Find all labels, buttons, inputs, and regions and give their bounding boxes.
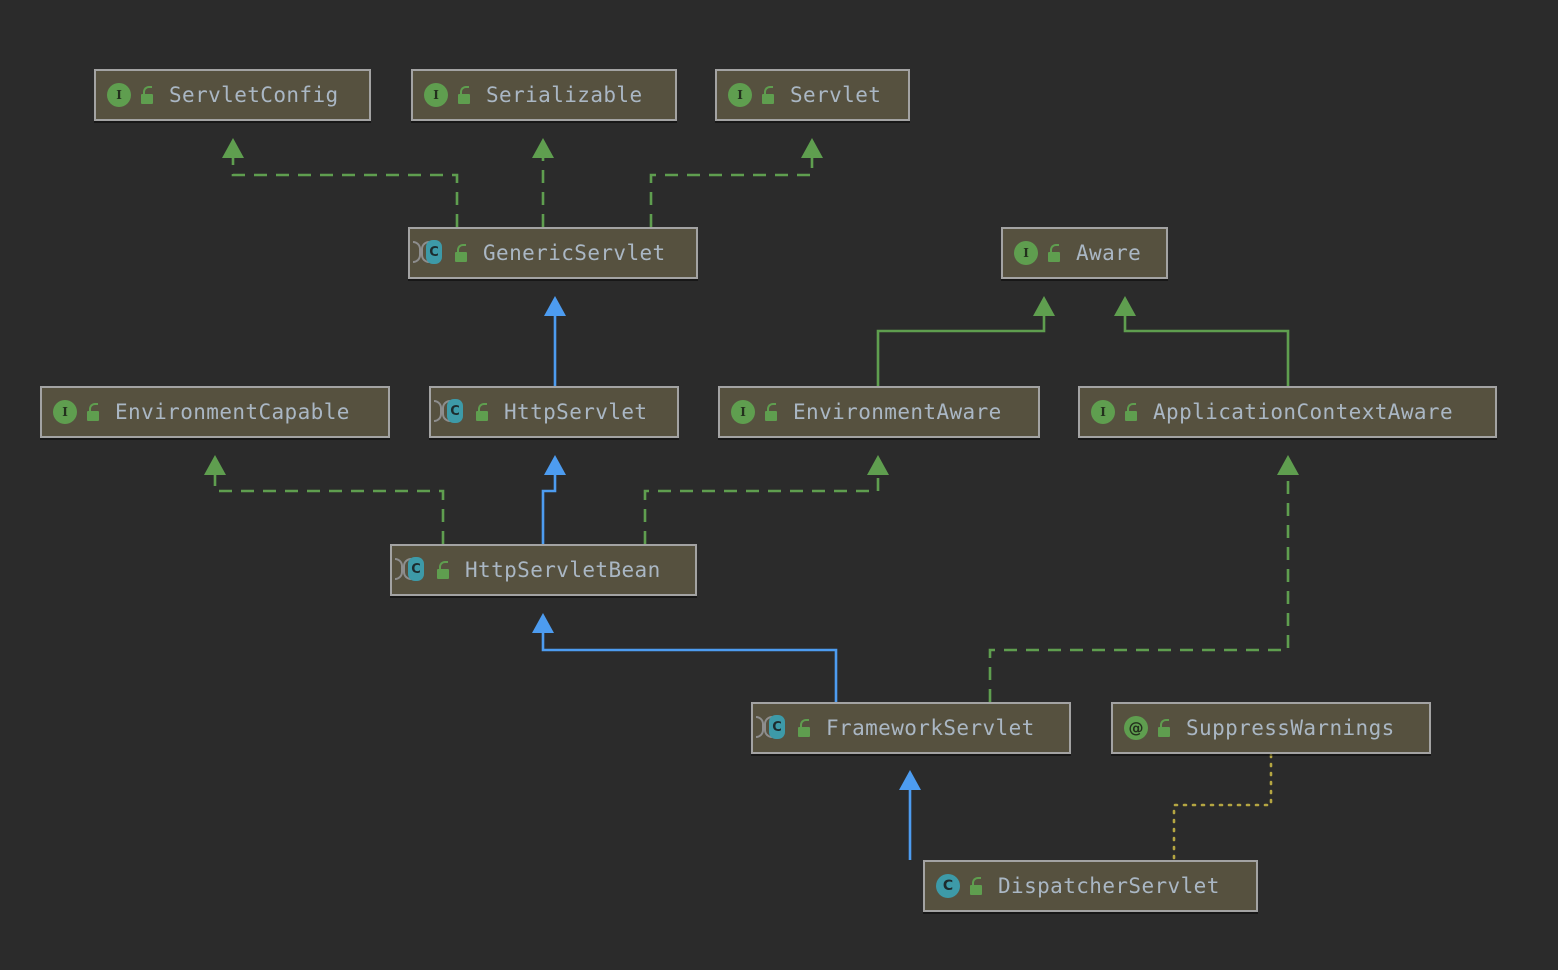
edge-arrowhead [801, 138, 823, 158]
uml-edge-implements-frameworkservlet-to-applicationcontextaware [988, 455, 1299, 702]
unlocked-padlock-icon [796, 718, 814, 738]
uml-node-suppresswarnings[interactable]: @ SuppressWarnings [1111, 702, 1431, 754]
unlocked-padlock-icon [1046, 243, 1064, 263]
abstract-class-icon: C [395, 557, 429, 583]
abstract-class-icon: C [756, 715, 790, 741]
uml-edge-extends-frameworkservlet-to-httpservletbean [532, 613, 838, 702]
uml-node-label: ServletConfig [169, 83, 339, 107]
uml-edge-implements-httpservletbean-to-environmentcapable [204, 455, 445, 544]
interface-icon: I [424, 82, 450, 108]
interface-icon: I [1014, 240, 1040, 266]
uml-node-environmentcapable[interactable]: I EnvironmentCapable [40, 386, 390, 438]
edge-arrowhead [544, 296, 566, 316]
abstract-class-icon: C [413, 240, 447, 266]
unlocked-padlock-icon [453, 243, 471, 263]
unlocked-padlock-icon [968, 876, 986, 896]
uml-node-label: Servlet [790, 83, 882, 107]
uml-edge-extends-dispatcherservlet-to-frameworkservlet [899, 770, 921, 860]
unlocked-padlock-icon [474, 402, 492, 422]
uml-node-label: HttpServletBean [465, 558, 661, 582]
unlocked-padlock-icon [456, 85, 474, 105]
uml-edge-implements-httpservletbean-to-environmentaware [643, 455, 889, 544]
uml-node-environmentaware[interactable]: I EnvironmentAware [718, 386, 1040, 438]
unlocked-padlock-icon [435, 560, 453, 580]
uml-node-httpservletbean[interactable]: C HttpServletBean [390, 544, 697, 596]
uml-edge-extends-applicationcontextaware-to-aware [1114, 296, 1290, 386]
uml-node-label: SuppressWarnings [1186, 716, 1395, 740]
uml-edge-implements-genericservlet-to-servlet [649, 138, 823, 227]
uml-node-applicationcontextaware[interactable]: I ApplicationContextAware [1078, 386, 1497, 438]
edge-arrowhead [532, 613, 554, 633]
uml-node-servlet[interactable]: I Servlet [715, 69, 910, 121]
uml-node-serializable[interactable]: I Serializable [411, 69, 677, 121]
uml-node-label: FrameworkServlet [826, 716, 1035, 740]
class-icon: C [936, 873, 962, 899]
uml-node-label: EnvironmentAware [793, 400, 1002, 424]
uml-node-label: GenericServlet [483, 241, 666, 265]
uml-edge-extends-httpservlet-to-genericservlet [544, 296, 566, 386]
uml-node-frameworkservlet[interactable]: C FrameworkServlet [751, 702, 1071, 754]
unlocked-padlock-icon [763, 402, 781, 422]
uml-node-label: DispatcherServlet [998, 874, 1220, 898]
uml-node-dispatcherservlet[interactable]: C DispatcherServlet [923, 860, 1258, 912]
uml-node-genericservlet[interactable]: C GenericServlet [408, 227, 698, 279]
interface-icon: I [1091, 399, 1117, 425]
interface-icon: I [728, 82, 754, 108]
uml-node-servletconfig[interactable]: I ServletConfig [94, 69, 371, 121]
edge-arrowhead [544, 455, 566, 475]
uml-edge-extends-httpservletbean-to-httpservlet [541, 455, 566, 544]
uml-node-label: Serializable [486, 83, 643, 107]
unlocked-padlock-icon [760, 85, 778, 105]
interface-icon: I [107, 82, 133, 108]
edge-arrowhead [899, 770, 921, 790]
unlocked-padlock-icon [85, 402, 103, 422]
edge-arrowhead [1033, 296, 1055, 316]
uml-node-aware[interactable]: I Aware [1001, 227, 1168, 279]
edge-arrowhead [1277, 455, 1299, 475]
uml-edge-extends-environmentaware-to-aware [876, 296, 1055, 386]
unlocked-padlock-icon [1123, 402, 1141, 422]
uml-node-httpservlet[interactable]: C HttpServlet [429, 386, 679, 438]
uml-node-label: EnvironmentCapable [115, 400, 350, 424]
unlocked-padlock-icon [1156, 718, 1174, 738]
edge-arrowhead [204, 455, 226, 475]
edge-arrowhead [222, 138, 244, 158]
edge-arrowhead [1114, 296, 1136, 316]
uml-edge-annotation-suppresswarnings-to-dispatcherservlet [1172, 753, 1273, 860]
abstract-class-icon: C [434, 399, 468, 425]
edge-arrowhead [532, 138, 554, 158]
uml-edge-implements-genericservlet-to-serializable [532, 138, 554, 227]
uml-node-label: ApplicationContextAware [1153, 400, 1453, 424]
uml-node-label: HttpServlet [504, 400, 648, 424]
interface-icon: I [731, 399, 757, 425]
uml-edge-implements-genericservlet-to-servletconfig [222, 138, 459, 227]
unlocked-padlock-icon [139, 85, 157, 105]
annotation-icon: @ [1124, 715, 1150, 741]
edge-arrowhead [867, 455, 889, 475]
uml-node-label: Aware [1076, 241, 1142, 265]
interface-icon: I [53, 399, 79, 425]
